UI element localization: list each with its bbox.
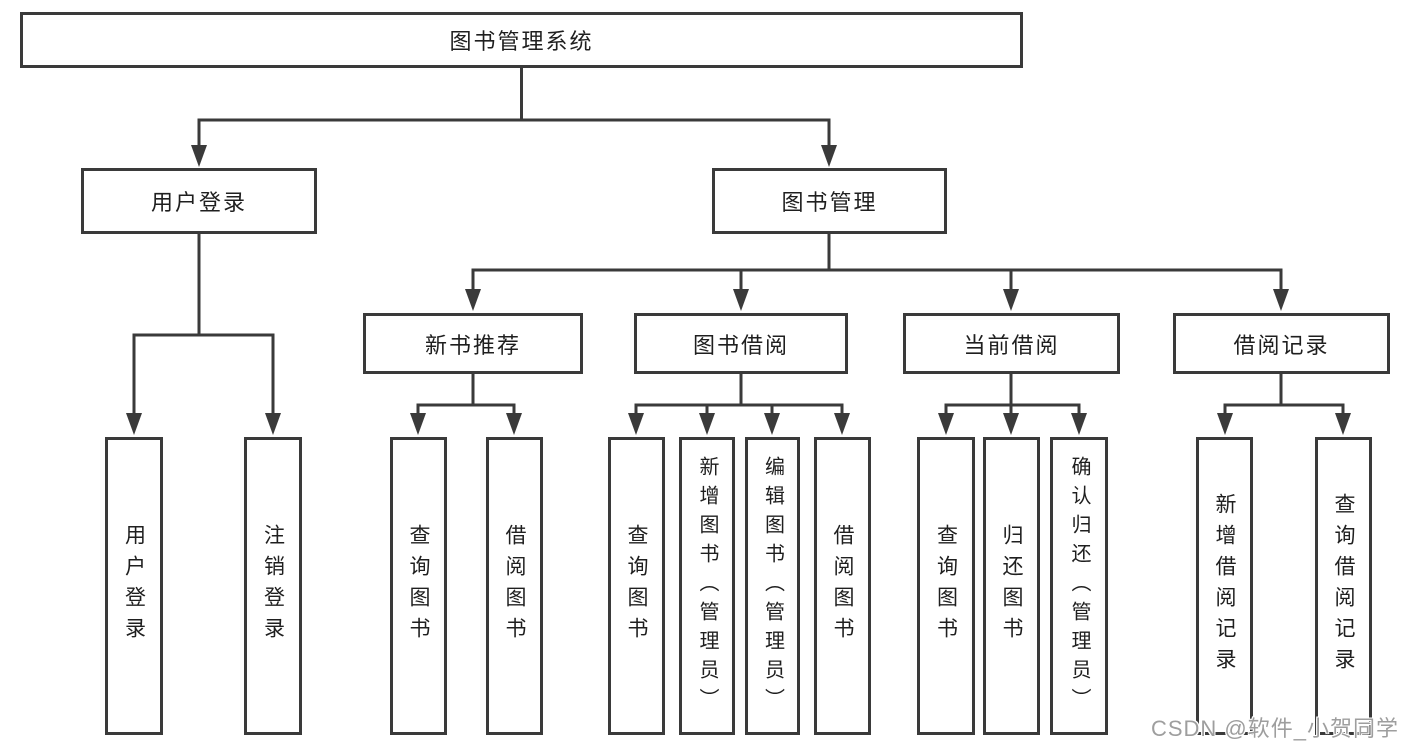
node-book-management: 图书管理 [712, 168, 947, 234]
node-book-borrowing: 图书借阅 [634, 313, 848, 374]
leaf-query-books-recommend: 查询图书 [390, 437, 447, 735]
csdn-watermark: CSDN @软件_小贺同学 [1150, 716, 1399, 741]
leaf-user-login: 用户登录 [105, 437, 163, 735]
leaf-query-books-current: 查询图书 [917, 437, 975, 735]
leaf-return-books: 归还图书 [983, 437, 1040, 735]
node-book-management-system: 图书管理系统 [20, 12, 1023, 68]
leaf-edit-books-admin: 编辑图书（管理员） [745, 437, 800, 735]
node-new-book-recommendation: 新书推荐 [363, 313, 583, 374]
leaf-add-books-admin: 新增图书（管理员） [679, 437, 735, 735]
leaf-borrow-books-recommend: 借阅图书 [486, 437, 543, 735]
node-user-login: 用户登录 [81, 168, 317, 234]
leaf-logout: 注销登录 [244, 437, 302, 735]
leaf-add-borrow-record: 新增借阅记录 [1196, 437, 1253, 735]
leaf-query-books-borrowing: 查询图书 [608, 437, 665, 735]
leaf-borrow-books-borrowing: 借阅图书 [814, 437, 871, 735]
leaf-confirm-return-admin: 确认归还（管理员） [1050, 437, 1108, 735]
node-current-borrowing: 当前借阅 [903, 313, 1120, 374]
node-borrowing-records: 借阅记录 [1173, 313, 1390, 374]
leaf-query-borrow-record: 查询借阅记录 [1315, 437, 1372, 735]
